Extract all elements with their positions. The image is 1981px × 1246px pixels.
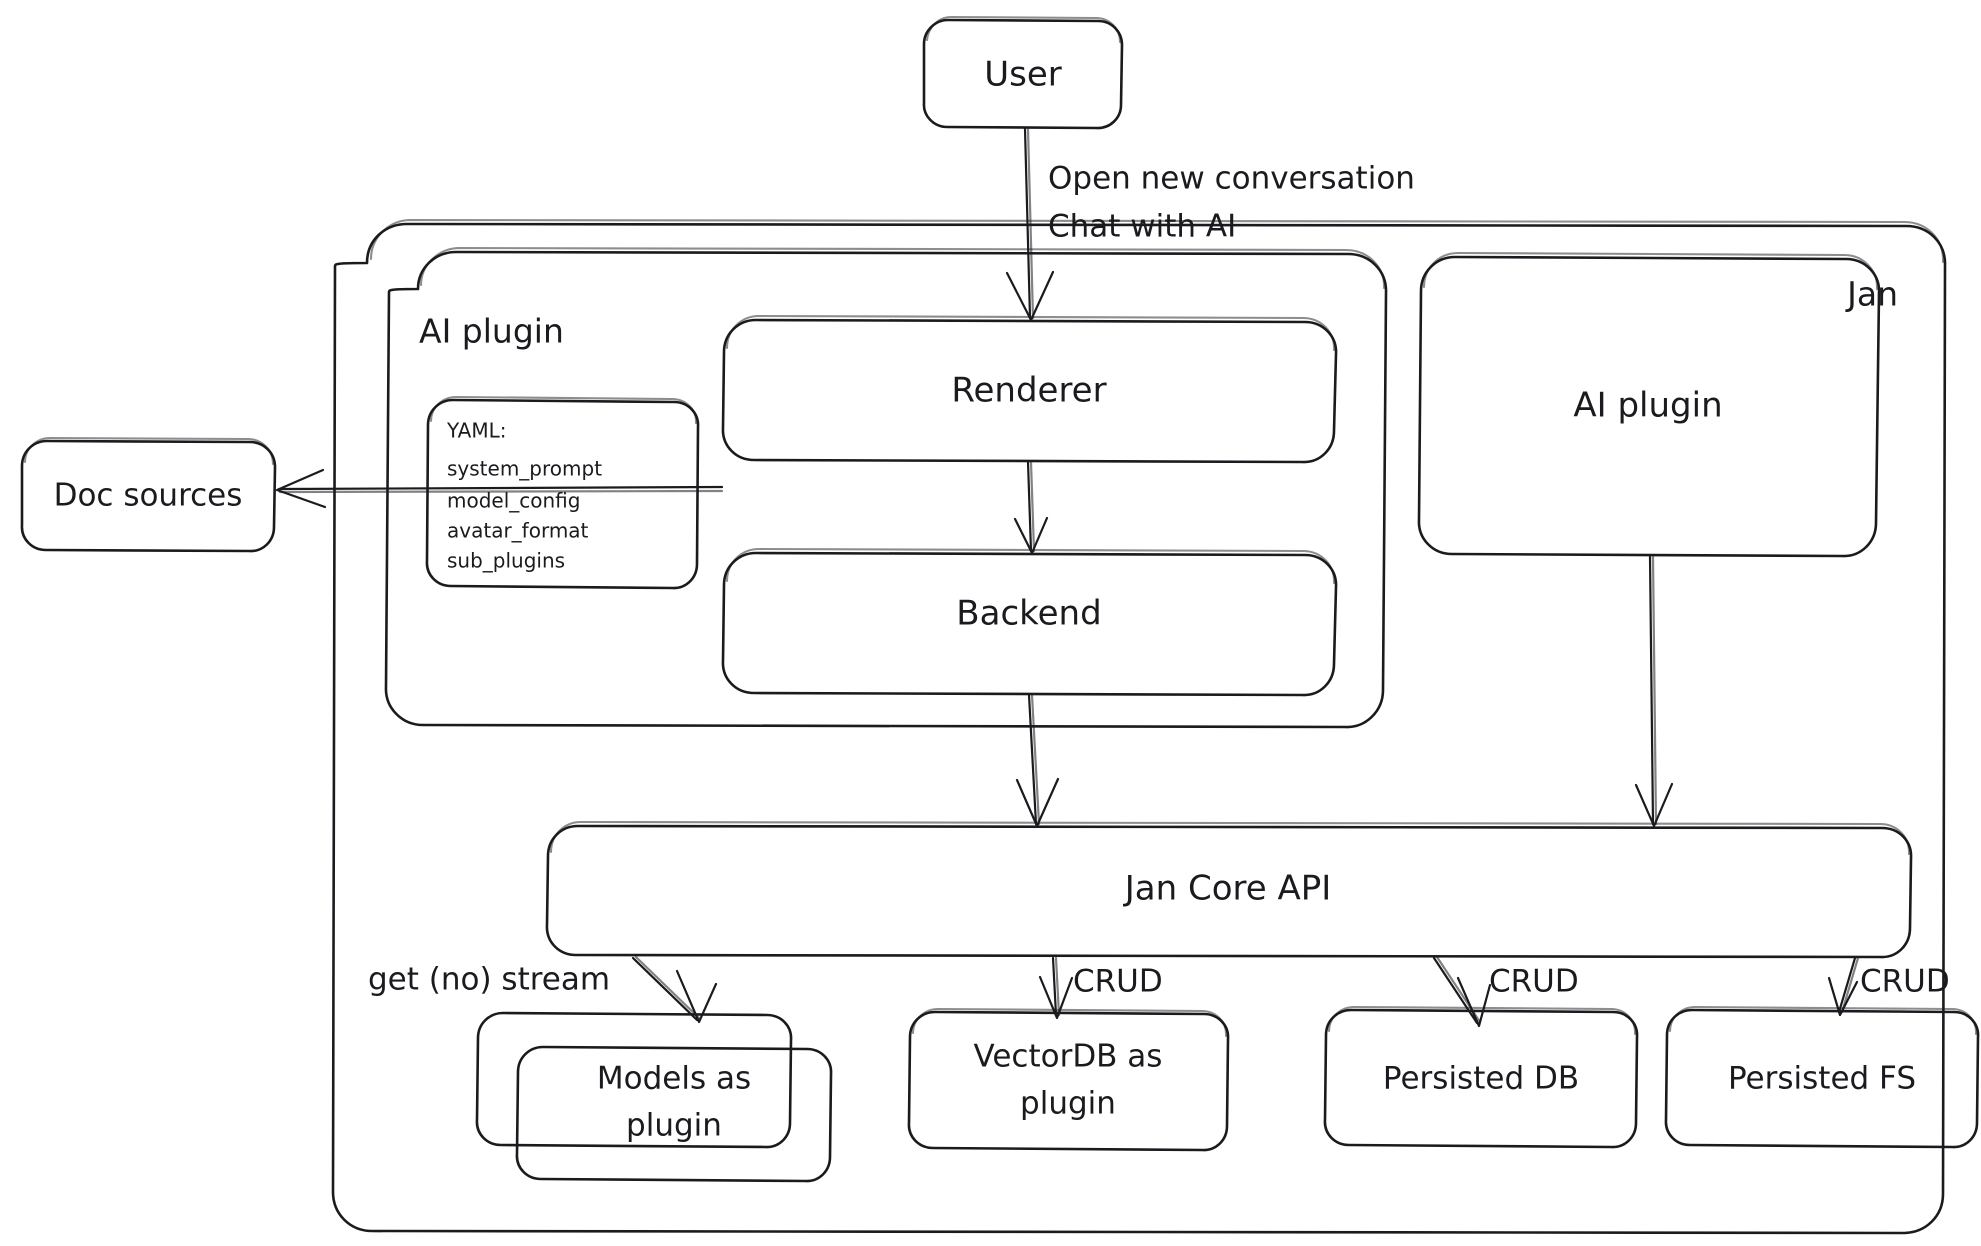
- edge-label-crud-persisted-db: CRUD: [1489, 964, 1579, 1000]
- edge-label-open-new-conversation: Open new conversation: [1048, 161, 1415, 197]
- edge-core-to-persisted-fs: CRUD: [1827, 956, 1950, 1017]
- node-persisted-fs[interactable]: Persisted FS: [1664, 1005, 1980, 1149]
- node-backend-label: Backend: [956, 594, 1101, 634]
- group-jan: Jan: [331, 218, 1947, 1235]
- node-jan-core-api-label: Jan Core API: [1123, 869, 1332, 909]
- edge-backend-to-core: [1015, 693, 1060, 828]
- node-doc-sources-label: Doc sources: [54, 478, 243, 514]
- edge-label-crud-vectordb: CRUD: [1073, 964, 1163, 1000]
- yaml-line-3: avatar_format: [447, 519, 589, 543]
- edge-label-crud-persisted-fs: CRUD: [1860, 964, 1950, 1000]
- node-user[interactable]: User: [922, 15, 1124, 130]
- node-models-plugin[interactable]: Models as plugin: [475, 1011, 833, 1183]
- node-vectordb-plugin-label-line1: VectorDB as: [974, 1039, 1163, 1075]
- edge-label-chat-with-ai: Chat with AI: [1048, 209, 1236, 245]
- node-jan-core-api[interactable]: Jan Core API: [545, 820, 1913, 959]
- edge-core-to-persisted-db: CRUD: [1432, 955, 1579, 1028]
- node-ai-plugin-right[interactable]: AI plugin: [1417, 251, 1881, 558]
- edge-backend-to-doc-sources: [275, 468, 724, 509]
- node-persisted-fs-label: Persisted FS: [1728, 1061, 1916, 1097]
- node-renderer[interactable]: Renderer: [721, 314, 1338, 464]
- group-ai-plugin: AI plugin: [384, 246, 1388, 729]
- group-jan-label: Jan: [1845, 275, 1898, 314]
- node-vectordb-plugin[interactable]: VectorDB as plugin: [907, 1007, 1230, 1152]
- node-persisted-db-label: Persisted DB: [1383, 1061, 1579, 1097]
- edge-label-get-no-stream: get (no) stream: [368, 962, 610, 998]
- node-renderer-label: Renderer: [951, 371, 1106, 411]
- node-doc-sources[interactable]: Doc sources: [20, 436, 277, 553]
- yaml-line-1: system_prompt: [447, 457, 602, 481]
- edge-ai-plugin-to-core: [1634, 555, 1674, 828]
- edge-renderer-to-backend: [1013, 460, 1049, 555]
- node-user-label: User: [984, 55, 1062, 95]
- yaml-line-4: sub_plugins: [447, 549, 565, 573]
- edge-core-to-vectordb: CRUD: [1038, 956, 1163, 1020]
- edge-core-to-models: get (no) stream: [368, 955, 718, 1024]
- node-persisted-db[interactable]: Persisted DB: [1323, 1005, 1639, 1149]
- node-ai-plugin-right-label: AI plugin: [1573, 386, 1722, 426]
- group-ai-plugin-label: AI plugin: [419, 312, 564, 351]
- node-vectordb-plugin-label-line2: plugin: [1020, 1086, 1116, 1122]
- yaml-line-0: YAML:: [446, 419, 506, 443]
- node-models-plugin-label-line2: plugin: [626, 1108, 722, 1144]
- node-backend[interactable]: Backend: [721, 547, 1338, 697]
- node-models-plugin-label-line1: Models as: [597, 1061, 751, 1097]
- card-yaml-config: YAML: system_prompt model_config avatar_…: [425, 395, 700, 590]
